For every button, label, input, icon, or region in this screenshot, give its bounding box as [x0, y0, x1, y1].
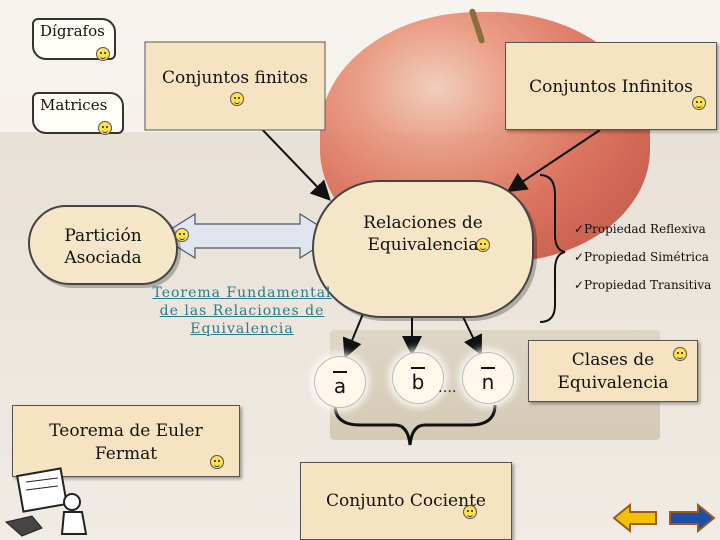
matrices-label: Matrices: [40, 96, 107, 114]
smiley-icon: [98, 121, 112, 135]
smiley-icon: [476, 238, 490, 252]
smiley-icon: [673, 347, 687, 361]
overline: [411, 367, 425, 369]
classes-brace: [335, 405, 495, 445]
overline: [481, 367, 495, 369]
smiley-icon: [96, 47, 110, 61]
ellipsis: ….: [438, 380, 456, 396]
conjunto-cociente-label: Conjunto Cociente: [326, 491, 486, 511]
class-a-label: a: [334, 374, 346, 398]
conjuntos-infinitos-box[interactable]: Conjuntos Infinitos: [505, 42, 717, 130]
conjuntos-infinitos-label: Conjuntos Infinitos: [529, 77, 693, 97]
teorema-fundamental-link[interactable]: Teorema Fundamental de las Relaciones de…: [152, 284, 332, 338]
smiley-icon: [230, 92, 244, 106]
euler-label: Teorema de Euler Fermat: [41, 420, 211, 466]
arrow-infinitos: [510, 130, 600, 190]
digrafos-label: Dígrafos: [40, 22, 105, 40]
smiley-icon: [692, 96, 706, 110]
relaciones-label: Relaciones de Equivalencia: [358, 212, 488, 256]
right-arrow-icon[interactable]: [668, 503, 716, 533]
class-a-button[interactable]: a: [314, 356, 366, 408]
property-simetrica: ✓Propiedad Simétrica: [574, 250, 709, 264]
overline: [333, 371, 347, 373]
properties-brace: [540, 175, 565, 322]
smiley-icon: [210, 455, 224, 469]
property-reflexiva: ✓Propiedad Reflexiva: [574, 222, 706, 236]
conjunto-cociente-box[interactable]: Conjunto Cociente: [300, 462, 512, 540]
class-n-button[interactable]: n: [462, 352, 514, 404]
class-b-label: b: [412, 370, 425, 394]
class-n-label: n: [482, 370, 495, 394]
conjuntos-finitos-label: Conjuntos finitos: [162, 68, 308, 88]
clases-label: Clases de Equivalencia: [553, 349, 673, 395]
particion-cloud[interactable]: Partición Asociada: [28, 205, 178, 285]
class-b-button[interactable]: b: [392, 352, 444, 404]
smiley-icon: [463, 505, 477, 519]
conjuntos-finitos-box[interactable]: Conjuntos finitos: [145, 42, 325, 130]
left-arrow-icon[interactable]: [612, 503, 658, 533]
figure-icon: [2, 462, 92, 540]
property-transitiva: ✓Propiedad Transitiva: [574, 278, 711, 292]
particion-label: Partición Asociada: [58, 225, 148, 269]
relaciones-cloud[interactable]: Relaciones de Equivalencia: [312, 180, 534, 318]
smiley-icon: [175, 228, 189, 242]
clases-box[interactable]: Clases de Equivalencia: [528, 340, 698, 402]
